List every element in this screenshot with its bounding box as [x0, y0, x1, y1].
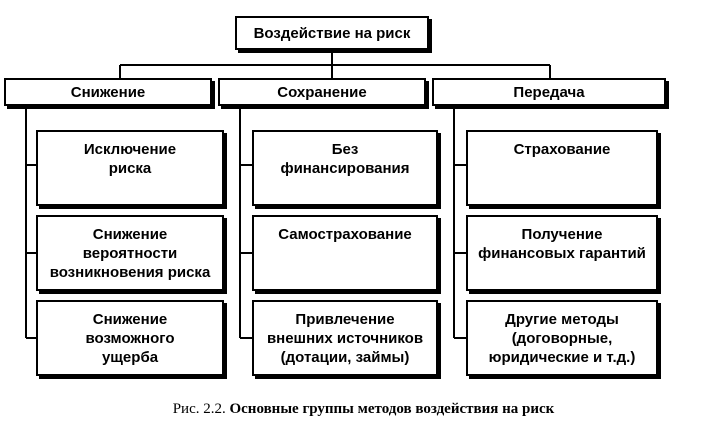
method-text-line: Другие методы: [505, 311, 619, 328]
method-text-line: возможного: [85, 330, 175, 347]
group-header-transfer: Передача: [432, 78, 666, 106]
method-risk-avoidance: Исключение риска: [36, 130, 224, 206]
method-text-line: внешних источников: [266, 330, 424, 347]
figure-caption-title: Основные группы методов воздействия на р…: [229, 401, 555, 417]
method-text-line: финансовых гарантий: [478, 245, 646, 262]
root-node: Воздействие на риск: [235, 16, 429, 50]
method-text-line: юридические и т.д.): [488, 349, 636, 366]
group-header-retention: Сохранение: [218, 78, 426, 106]
method-text-line: Самострахование: [278, 226, 412, 243]
figure-caption: Рис. 2.2. Основные группы методов воздей…: [0, 401, 727, 418]
method-insurance: Страхование: [466, 130, 658, 206]
figure-caption-prefix: Рис. 2.2.: [172, 401, 226, 417]
method-text-line: Получение: [521, 226, 603, 243]
method-text-line: Без: [331, 141, 359, 158]
method-other: Другие методы (договорные, юридические и…: [466, 300, 658, 376]
method-damage-reduction: Снижение возможного ущерба: [36, 300, 224, 376]
method-external-sources: Привлечение внешних источников (дотации,…: [252, 300, 438, 376]
method-probability-reduction: Снижение вероятности возникновения риска: [36, 215, 224, 291]
method-text-line: Страхование: [513, 141, 611, 158]
group-header-label: Сохранение: [277, 83, 367, 101]
method-self-insurance: Самострахование: [252, 215, 438, 291]
group-header-label: Снижение: [70, 83, 146, 101]
method-text-line: Снижение: [92, 311, 168, 328]
method-text-line: Снижение: [92, 226, 168, 243]
method-text-line: Исключение: [83, 141, 177, 158]
group-header-label: Передача: [513, 83, 585, 101]
method-no-financing: Без финансирования: [252, 130, 438, 206]
method-text-line: возникновения риска: [49, 264, 211, 281]
method-text-line: финансирования: [280, 160, 410, 177]
method-text-line: вероятности: [82, 245, 178, 262]
method-text-line: риска: [108, 160, 152, 177]
method-financial-guarantees: Получение финансовых гарантий: [466, 215, 658, 291]
method-text-line: (договорные,: [511, 330, 613, 347]
method-text-line: (дотации, займы): [280, 349, 410, 366]
group-header-reduction: Снижение: [4, 78, 212, 106]
method-text-line: ущерба: [101, 349, 159, 366]
method-text-line: Привлечение: [295, 311, 395, 328]
root-node-label: Воздействие на риск: [253, 24, 411, 42]
